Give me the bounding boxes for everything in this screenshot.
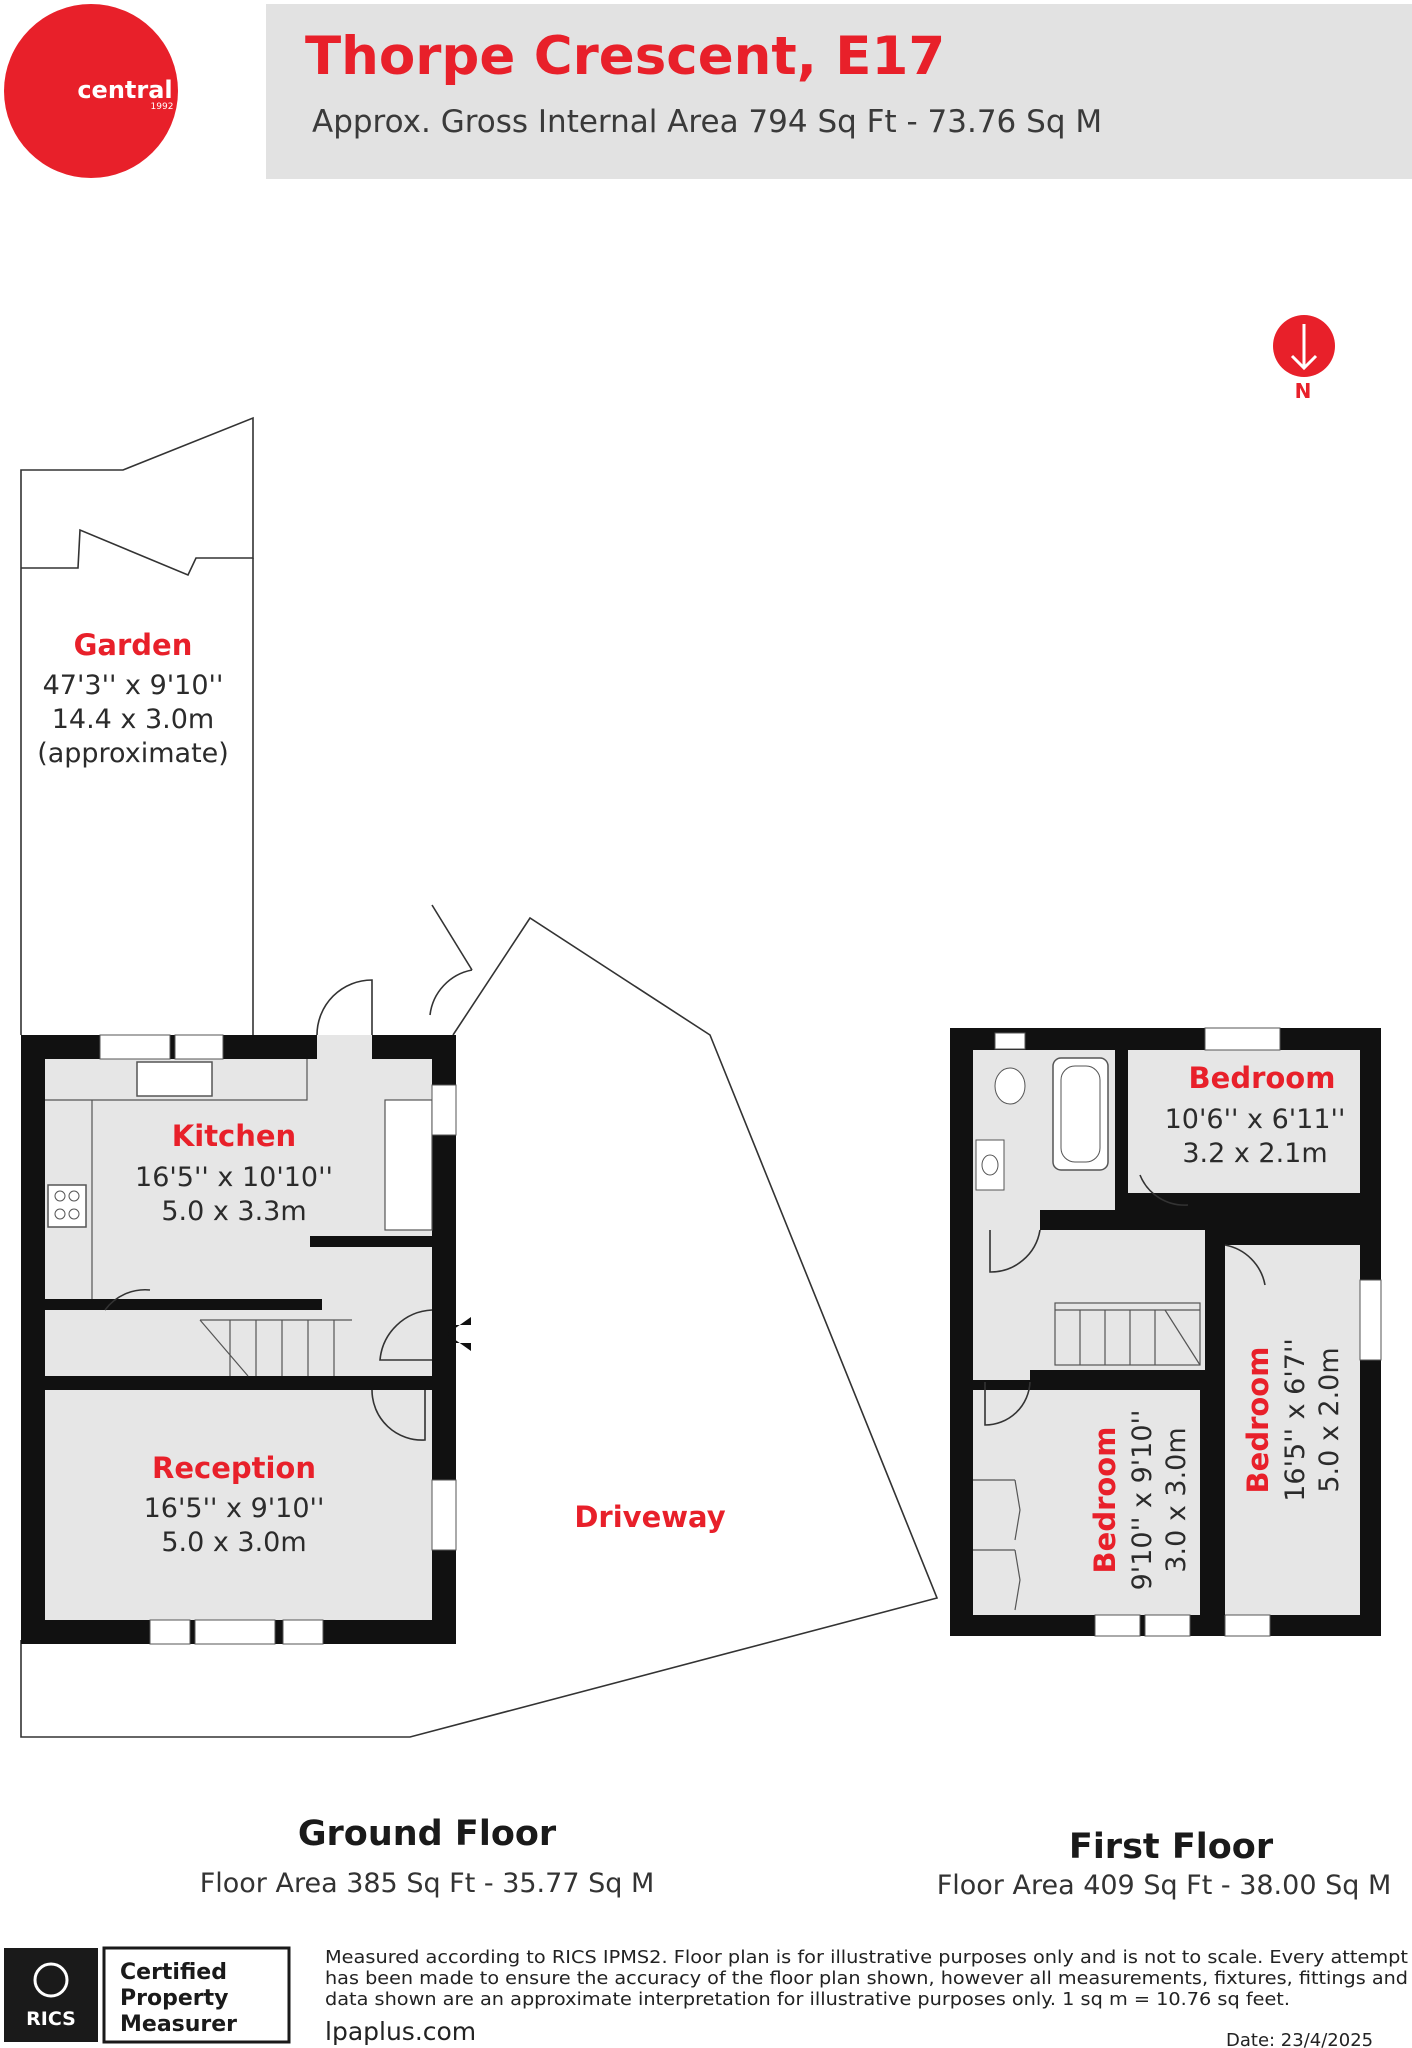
room-imperial: 9'10'' x 9'10'' (1127, 1410, 1158, 1591)
room-name: Bedroom (1189, 1061, 1336, 1095)
cert-line-2: Property (120, 1986, 228, 2011)
brand-name: central (77, 76, 172, 104)
room-metric: 14.4 x 3.0m (52, 704, 215, 735)
room-imperial: 10'6'' x 6'11'' (1165, 1104, 1346, 1135)
room-metric: 3.2 x 2.1m (1182, 1138, 1327, 1169)
cert-line-1: Certified (120, 1960, 227, 1985)
driveway-area (20, 904, 939, 1738)
badge-label: RICS (26, 2008, 76, 2030)
room-name: Garden (74, 628, 193, 662)
first-floor-title: First Floor (1069, 1827, 1274, 1867)
room-metric: 5.0 x 3.3m (161, 1196, 306, 1227)
north-compass: N (1273, 315, 1335, 403)
room-reception: Reception 16'5'' x 9'10'' 5.0 x 3.0m (144, 1451, 325, 1558)
brand-logo: central 1992 (4, 4, 178, 178)
room-metric: 3.0 x 3.0m (1161, 1427, 1192, 1572)
room-name: Bedroom (1241, 1347, 1275, 1494)
ground-floor-title: Ground Floor (298, 1814, 557, 1854)
room-driveway: Driveway (574, 1500, 725, 1534)
room-name: Bedroom (1088, 1427, 1122, 1574)
disclaimer-line-1: Measured according to RICS IPMS2. Floor … (325, 1947, 1408, 1968)
compass-label: N (1295, 379, 1312, 403)
website-link[interactable]: lpaplus.com (325, 2017, 476, 2046)
rics-badge: RICS Certified Property Measurer (4, 1946, 291, 2044)
room-bedroom-3: Bedroom 16'5'' x 6'7'' 5.0 x 2.0m (1241, 1338, 1345, 1502)
room-imperial: 47'3'' x 9'10'' (43, 670, 224, 701)
property-title: Thorpe Crescent, E17 (305, 26, 945, 87)
disclaimer-line-3: data shown are an approximate interpreta… (325, 1989, 1290, 2010)
first-floor-plan (950, 1027, 1382, 1637)
gross-area: Approx. Gross Internal Area 794 Sq Ft - … (312, 104, 1102, 140)
room-imperial: 16'5'' x 9'10'' (144, 1493, 325, 1524)
brand-year: 1992 (151, 102, 174, 112)
first-floor-area: Floor Area 409 Sq Ft - 38.00 Sq M (937, 1870, 1392, 1901)
room-imperial: 16'5'' x 6'7'' (1280, 1338, 1311, 1502)
room-metric: 5.0 x 3.0m (161, 1527, 306, 1558)
plan-date: Date: 23/4/2025 (1226, 2030, 1373, 2048)
room-bedroom-1: Bedroom 10'6'' x 6'11'' 3.2 x 2.1m (1165, 1061, 1346, 1169)
disclaimer-line-2: has been made to ensure the accuracy of … (325, 1968, 1408, 1989)
room-note: (approximate) (37, 738, 229, 769)
room-imperial: 16'5'' x 10'10'' (135, 1162, 333, 1193)
header-panel (266, 4, 1412, 179)
room-kitchen: Kitchen 16'5'' x 10'10'' 5.0 x 3.3m (135, 1119, 333, 1227)
room-metric: 5.0 x 2.0m (1314, 1347, 1345, 1492)
room-name: Reception (152, 1451, 316, 1485)
room-bedroom-2: Bedroom 9'10'' x 9'10'' 3.0 x 3.0m (1088, 1410, 1192, 1591)
cert-line-3: Measurer (120, 2012, 237, 2037)
room-garden: Garden 47'3'' x 9'10'' 14.4 x 3.0m (appr… (37, 628, 229, 769)
room-name: Kitchen (172, 1119, 296, 1153)
ground-floor-plan (21, 979, 471, 1645)
garden-area (20, 416, 254, 1035)
ground-floor-area: Floor Area 385 Sq Ft - 35.77 Sq M (200, 1868, 655, 1899)
